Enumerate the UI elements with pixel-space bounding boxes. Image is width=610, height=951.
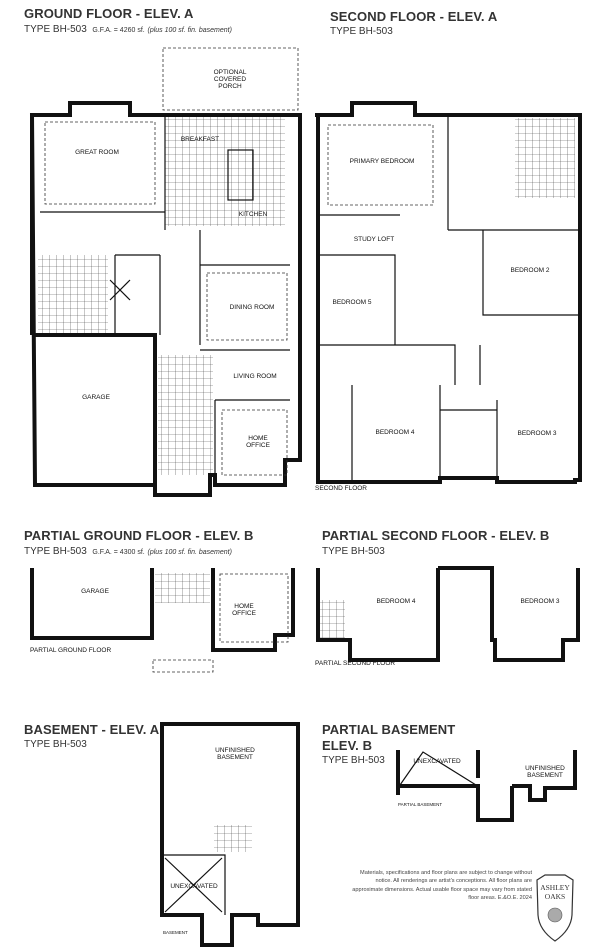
room-label-unexcavated: UNEXCAVATED: [170, 883, 218, 890]
second-floor-type: TYPE BH-503: [330, 26, 393, 37]
room-label-garage: GARAGE: [81, 588, 109, 595]
partial-basement-title-2: ELEV. B: [322, 738, 373, 753]
unexcavated-lines: [399, 751, 477, 786]
ensuite-tile: [515, 118, 575, 198]
basement-type: TYPE BH-503: [24, 739, 87, 750]
primary-ceiling: [327, 124, 434, 206]
type-label: TYPE BH-503: [24, 24, 87, 35]
gfa-note: (plus 100 sf. fin. basement): [147, 549, 232, 556]
partial-second-title: PARTIAL SECOND FLOOR - ELEV. B: [322, 528, 550, 543]
partial-ground-title: PARTIAL GROUND FLOOR - ELEV. B: [24, 528, 254, 543]
ground-floor-subtitle: TYPE BH-503 G.F.A. = 4260 sf. (plus 100 …: [24, 24, 232, 35]
basement-interior-walls: [162, 854, 226, 915]
gfa-label: G.F.A. = 4260 sf.: [92, 27, 145, 34]
room-label-breakfast: BREAKFAST: [181, 136, 219, 143]
room-label-basement: BASEMENT: [217, 754, 253, 761]
office-ceiling: [219, 573, 289, 643]
floor-label-second: SECOND FLOOR: [315, 485, 367, 492]
room-label-unfinished: UNFINISHED: [215, 747, 255, 754]
gfa-note: (plus 100 sf. fin. basement): [147, 27, 232, 34]
room-label-bedroom-4: BEDROOM 4: [375, 429, 414, 436]
room-label-bedroom-3: BEDROOM 3: [517, 430, 556, 437]
room-label-primary-bedroom: PRIMARY BEDROOM: [350, 158, 415, 165]
basement-outer-wall: [160, 722, 300, 947]
garage-wall: [35, 333, 157, 485]
mudroom-tile: [38, 255, 108, 335]
floor-label-partial-ground: PARTIAL GROUND FLOOR: [30, 647, 111, 654]
logo-line-1: ASHLEY: [540, 883, 570, 892]
floor-label-partial-second: PARTIAL SECOND FLOOR: [315, 660, 395, 667]
logo-line-2: OAKS: [545, 892, 565, 901]
room-label-office: OFFICE: [246, 442, 270, 449]
porch-label-2: COVERED: [214, 76, 246, 83]
ground-floor-plan: GREAT ROOM BREAKFAST KITCHEN DINING ROOM…: [29, 47, 302, 497]
partial-ground-walls: [30, 568, 295, 652]
partial-second-type: TYPE BH-503: [322, 546, 385, 557]
second-floor-plan: PRIMARY BEDROOM STUDY LOFT BEDROOM 2 BED…: [315, 101, 582, 492]
unexcavated-x: [164, 857, 223, 913]
partial-ground-plan: GARAGE HOME OFFICE PARTIAL GROUND FLOOR: [30, 568, 295, 673]
room-label-bedroom-2: BEDROOM 2: [510, 267, 549, 274]
great-room-ceiling: [44, 121, 156, 205]
second-interior-walls: [318, 115, 580, 480]
room-label-kitchen: KITCHEN: [239, 211, 268, 218]
room-label-basement: BASEMENT: [527, 772, 563, 779]
room-label-bedroom-3: BEDROOM 3: [520, 598, 559, 605]
room-label-study-loft: STUDY LOFT: [354, 236, 394, 243]
room-label-bedroom-4: BEDROOM 4: [376, 598, 415, 605]
ground-floor-title: GROUND FLOOR - ELEV. A: [24, 6, 194, 21]
porch-label-3: PORCH: [218, 83, 242, 90]
partial-basement-type: TYPE BH-503: [322, 755, 385, 766]
partial-basement-title-1: PARTIAL BASEMENT: [322, 722, 456, 737]
porch-label-1: OPTIONAL: [214, 69, 247, 76]
room-label-office: OFFICE: [232, 610, 256, 617]
partial-ground-subtitle: TYPE BH-503 G.F.A. = 4300 sf. (plus 100 …: [24, 546, 232, 557]
foyer-tile: [158, 355, 213, 475]
foyer-tile: [155, 573, 210, 603]
bath-tile: [320, 600, 345, 640]
office-ceiling: [221, 409, 288, 476]
partial-second-plan: BEDROOM 4 BEDROOM 3 PARTIAL SECOND FLOOR: [315, 566, 580, 667]
partial-basement-plan: UNEXCAVATED UNFINISHED BASEMENT PARTIAL …: [396, 750, 577, 822]
kitchen-island: [227, 149, 254, 201]
partial-basement-walls: [396, 750, 577, 822]
bath-tile: [214, 825, 252, 852]
room-label-bedroom-5: BEDROOM 5: [332, 299, 371, 306]
room-label-unexcavated: UNEXCAVATED: [413, 758, 461, 765]
room-label-unfinished: UNFINISHED: [525, 765, 565, 772]
floor-label-partial-basement: PARTIAL BASEMENT: [398, 802, 442, 807]
tree-icon: [547, 907, 563, 923]
basement-plan: UNFINISHED BASEMENT UNEXCAVATED BASEMENT: [160, 722, 300, 947]
room-label-great-room: GREAT ROOM: [75, 149, 119, 156]
dining-ceiling: [206, 272, 288, 341]
basement-title: BASEMENT - ELEV. A: [24, 722, 160, 737]
room-label-home: HOME: [234, 603, 254, 610]
second-outer-wall: [315, 101, 582, 484]
second-floor-title: SECOND FLOOR - ELEV. A: [330, 9, 498, 24]
room-label-dining-room: DINING ROOM: [230, 304, 275, 311]
optional-porch: [162, 47, 299, 111]
porch-outline: [152, 659, 214, 673]
disclaimer: Materials, specifications and floor plan…: [352, 870, 532, 902]
stair-x: [109, 279, 131, 301]
kitchen-tile: [165, 116, 285, 226]
partial-second-walls: [316, 566, 580, 662]
gfa-label: G.F.A. = 4300 sf.: [92, 549, 145, 556]
room-label-home: HOME: [248, 435, 268, 442]
ashley-oaks-logo: ASHLEY OAKS: [536, 874, 574, 942]
room-label-living-room: LIVING ROOM: [233, 373, 276, 380]
room-label-garage: GARAGE: [82, 394, 110, 401]
ground-outer-wall: [29, 101, 302, 497]
type-label: TYPE BH-503: [24, 546, 87, 557]
floor-label-basement: BASEMENT: [163, 930, 188, 935]
